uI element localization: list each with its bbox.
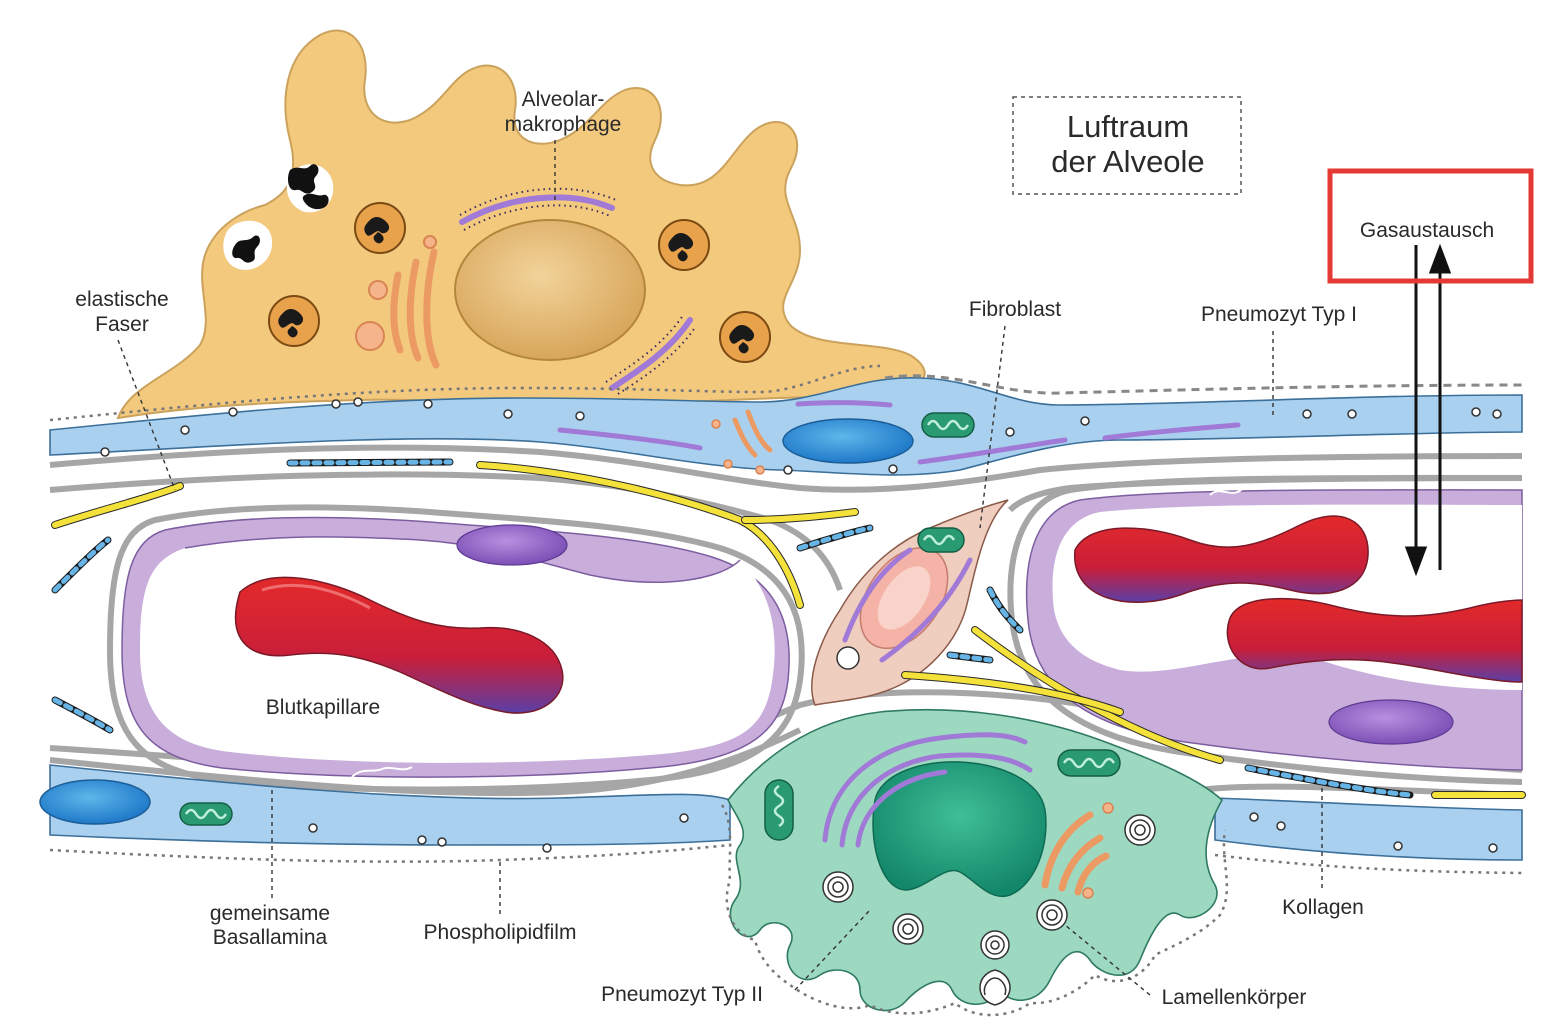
- capillary-wall-outer: [106, 504, 805, 793]
- gas-exchange-label: Gasaustausch: [1360, 219, 1494, 242]
- ingested-particle: [232, 164, 329, 263]
- pneumocyte-type1-top: [49, 364, 1523, 476]
- elastic-fibers: [51, 461, 1526, 799]
- alveolar-macrophage: [116, 29, 926, 420]
- golgi-apparatus: [732, 409, 773, 458]
- macrophage-label-line1: Alveolar-: [522, 88, 605, 111]
- elastic-fiber-label-line2: Faser: [95, 313, 149, 336]
- mitochondrion: [179, 802, 233, 826]
- mitochondrion: [1057, 749, 1121, 777]
- pneumocyte-type2-label: Pneumozyt Typ II: [601, 983, 763, 1006]
- golgi-apparatus: [390, 248, 440, 369]
- erythrocyte: [234, 576, 564, 714]
- pneumocyte-type1-cytoplasm: [49, 377, 1523, 476]
- collagen-label: Kollagen: [1282, 896, 1364, 919]
- pinocytotic-vesicles: [100, 397, 1502, 475]
- annotation-labels: Alveolar- makrophage elastische Faser Fi…: [75, 88, 1364, 1009]
- basal-lamina-label-line1: gemeinsame: [210, 902, 330, 925]
- macrophage-nucleus: [454, 219, 646, 361]
- fibroblast: [811, 499, 1009, 706]
- phospholipid-film-label: Phospholipidfilm: [424, 921, 577, 944]
- erythrocyte: [1226, 597, 1523, 683]
- endothelial-nucleus: [1328, 699, 1454, 745]
- mitochondrion: [921, 412, 975, 438]
- pneumocyte-type1-nucleus: [782, 418, 914, 464]
- pneumocyte-type1-bottom: [39, 764, 1523, 875]
- phospholipid-film: [49, 843, 731, 863]
- blood-capillary-label: Blutkapillare: [266, 696, 380, 719]
- rough-er: [459, 194, 693, 391]
- macrophage-label-line2: makrophage: [505, 113, 622, 136]
- mitochondrion: [917, 527, 965, 553]
- lamellar-body-label: Lamellenkörper: [1162, 986, 1307, 1009]
- endothelial-nucleus: [456, 524, 568, 566]
- pinocytotic-vesicles: [308, 812, 1498, 853]
- basal-lamina-label-line2: Basallamina: [213, 926, 328, 949]
- airspace-label-line2: der Alveole: [1051, 144, 1204, 179]
- golgi-apparatus: [1041, 811, 1110, 896]
- mitochondrion: [764, 779, 794, 841]
- blood-capillary-right: [1007, 474, 1523, 785]
- lamellar-bodies: [822, 814, 1156, 1006]
- vesicles: [355, 235, 437, 351]
- rough-er: [557, 400, 1241, 465]
- fibroblast-label: Fibroblast: [969, 298, 1061, 321]
- erythrocyte: [1074, 515, 1369, 603]
- rough-er: [822, 732, 1033, 848]
- gas-exchange-arrows: [1404, 243, 1452, 577]
- airspace-label-box: Luftraum der Alveole: [1012, 96, 1242, 195]
- pneumocyte-type1-label: Pneumozyt Typ I: [1201, 303, 1357, 326]
- lysosomes: [268, 202, 771, 363]
- rough-er: [842, 547, 973, 663]
- pneumocyte-type1-cytoplasm: [1214, 797, 1523, 861]
- blood-capillary-left: [106, 504, 805, 793]
- pneumocyte-type2-nucleus: [872, 761, 1047, 898]
- gas-exchange-highlight-box: [1327, 168, 1534, 284]
- pneumocyte-type1-nucleus: [39, 779, 151, 825]
- elastic-fiber-label-line1: elastische: [75, 288, 168, 311]
- collagen-fibers: [51, 458, 1414, 799]
- airspace-label-line1: Luftraum: [1067, 109, 1189, 144]
- pneumocyte-type2: [720, 708, 1229, 1017]
